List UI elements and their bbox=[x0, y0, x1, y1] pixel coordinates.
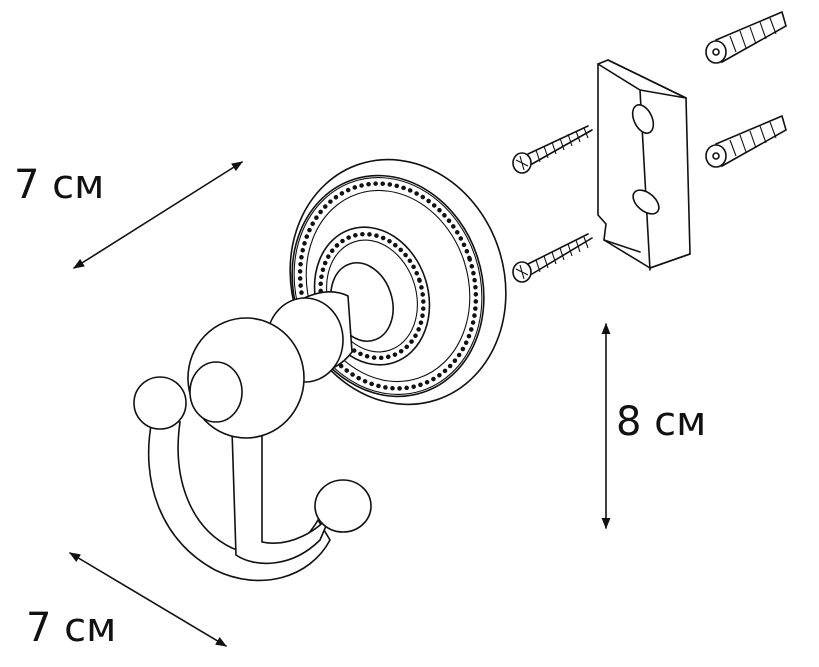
width-dimension-label: 7 см bbox=[26, 605, 117, 651]
width-dimension-arrow bbox=[69, 552, 227, 647]
screw-bottom bbox=[512, 233, 593, 283]
screw-top bbox=[512, 125, 593, 174]
height-dimension-label: 8 см bbox=[616, 399, 707, 445]
mounting-bracket bbox=[597, 59, 691, 271]
wall-plug-top bbox=[705, 10, 787, 64]
depth-dimension-label: 7 см bbox=[14, 162, 105, 208]
hook-arms bbox=[133, 317, 372, 582]
depth-dimension-arrow bbox=[73, 161, 243, 269]
wall-plug-bottom bbox=[705, 114, 787, 168]
